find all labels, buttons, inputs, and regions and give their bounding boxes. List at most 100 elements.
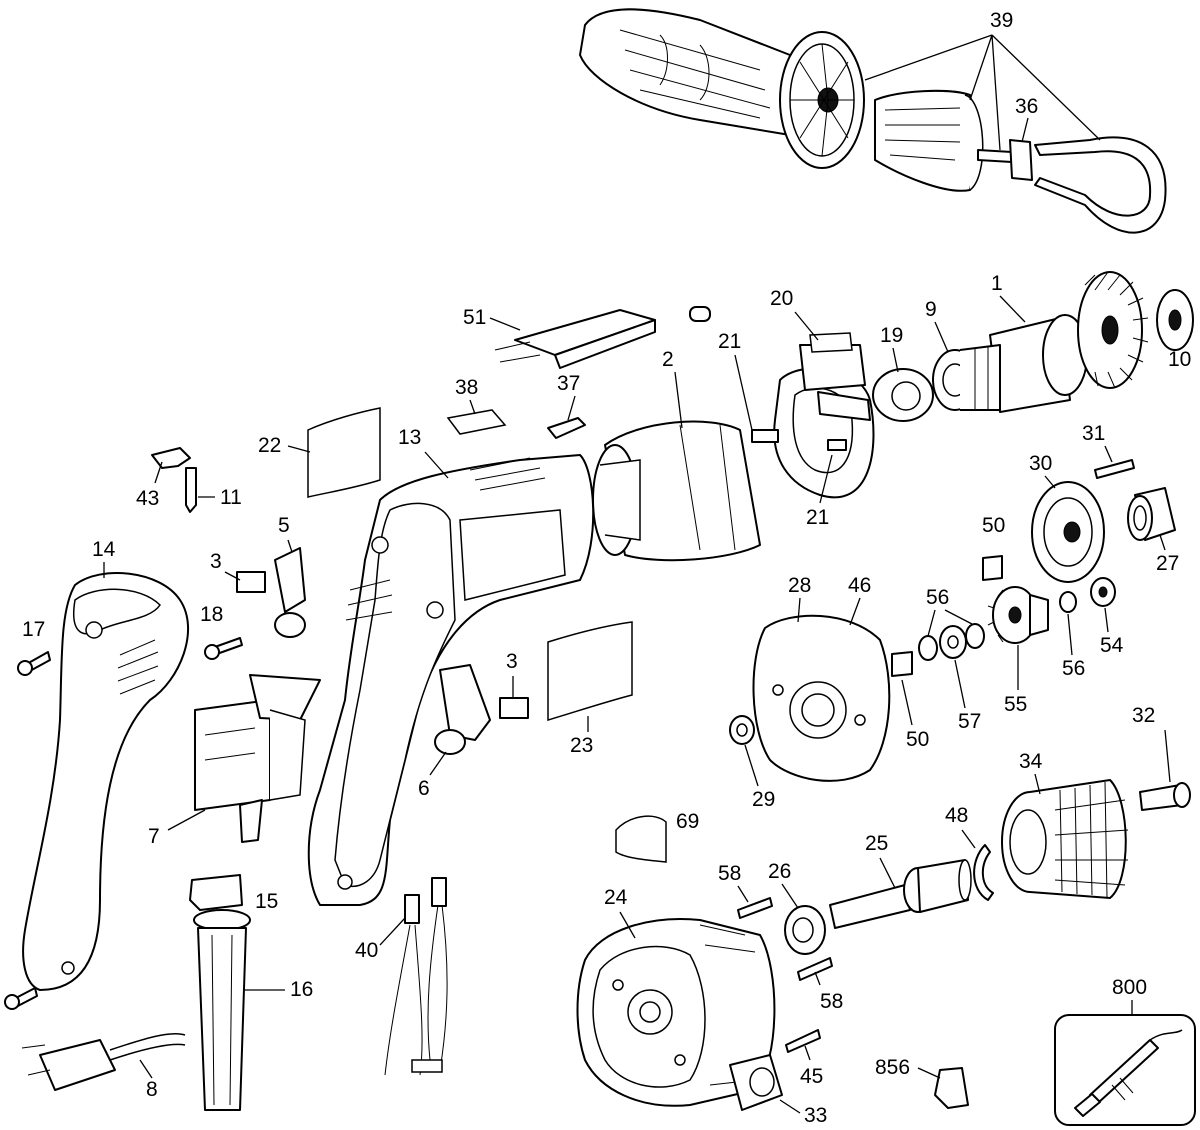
leader-32 [1164,729,1171,783]
callout-24: 24 [604,886,628,909]
strain-relief-15 [189,874,243,911]
callout-22: 22 [258,434,281,457]
leader-29 [744,744,759,787]
part-856 [934,1067,969,1109]
callout-25: 25 [865,832,888,855]
washer-56-b [965,623,985,649]
callout-34: 34 [1019,750,1043,773]
leader-8 [139,1059,153,1079]
side-handle-wheel [779,31,865,169]
leader-21a [734,354,753,431]
callout-3a: 3 [210,550,222,573]
leader-36 [1021,117,1029,143]
callout-9: 9 [925,298,937,321]
callout-3b: 3 [506,650,518,673]
leader-58a [737,885,749,903]
callout-30: 30 [1029,452,1052,475]
callout-856: 856 [875,1056,910,1079]
callout-58b: 58 [820,990,843,1013]
leader-6 [429,751,447,776]
washer-56-a [918,635,938,661]
gear-55 [987,586,1049,644]
callout-8: 8 [146,1078,158,1101]
callout-39: 39 [990,9,1013,32]
leader-38 [469,399,476,415]
leader-51 [489,317,521,331]
bearing-26 [784,905,826,955]
leader-50b [901,679,913,726]
leader-20 [794,311,819,341]
washer-56-c [1059,591,1077,613]
callout-58a: 58 [718,862,741,885]
bushing-50-top [982,555,1003,581]
screw-18 [204,637,243,660]
part-11 [185,467,197,513]
commutator-9 [932,344,1001,411]
callout-1: 1 [991,272,1003,295]
leader-24 [619,911,636,939]
callout-7: 7 [148,825,160,848]
leader-39 [864,34,1101,151]
leader-56b [1067,613,1073,656]
leader-57 [954,659,966,709]
brush-3-right [499,697,529,719]
callout-17: 17 [22,618,45,641]
callout-6: 6 [418,777,430,800]
bearing-plate-28 [752,614,891,782]
gear-case-24 [576,918,776,1107]
gear-30 [1031,481,1105,583]
callout-27: 27 [1156,552,1179,575]
housing-13 [307,454,595,906]
callout-16: 16 [290,978,313,1001]
callout-57: 57 [958,710,981,733]
armature [989,271,1194,413]
callout-20: 20 [770,287,793,310]
callout-21b: 21 [806,506,829,529]
callout-14: 14 [92,538,116,561]
callout-11: 11 [220,486,242,509]
callout-33: 33 [804,1104,827,1127]
leader-9 [934,321,949,353]
callout-23: 23 [570,734,593,757]
callout-10: 10 [1168,348,1191,371]
callout-15: 15 [255,890,278,913]
switch-7 [194,674,321,843]
side-handle-band [1034,136,1167,234]
field-2 [592,420,761,562]
leader-7 [167,809,206,831]
leader-31 [1104,445,1113,463]
leader-34 [1034,773,1041,795]
screw-45 [785,1029,821,1053]
callout-43: 43 [136,487,159,510]
callout-13: 13 [398,426,421,449]
leader-1 [999,295,1026,323]
callout-45: 45 [800,1065,823,1088]
callout-56b: 56 [1062,657,1085,680]
brush-3-left [236,571,266,593]
leader-28 [797,597,801,623]
power-cord-8 [21,1032,186,1091]
leader-27 [1159,534,1166,551]
leader-37 [567,395,576,421]
leader-54 [1104,607,1109,633]
leader-46 [849,597,861,626]
retaining-ring-48 [973,844,994,901]
screw-handle-bottom [4,987,38,1010]
callout-69: 69 [676,810,699,833]
callout-55: 55 [1004,693,1027,716]
part-33 [729,1054,783,1111]
bearing-19 [872,368,934,422]
callout-38: 38 [455,376,478,399]
leader-58b [814,971,821,986]
callout-29: 29 [752,788,775,811]
leader-40 [379,917,406,946]
bushing-50-low [891,651,913,677]
part-43 [151,447,191,469]
callout-19: 19 [880,324,903,347]
callout-46: 46 [848,574,871,597]
callout-56a: 56 [926,586,949,609]
callout-5: 5 [278,514,290,537]
part-51 [494,309,656,369]
callout-28: 28 [788,574,811,597]
bushing-27 [1127,487,1176,541]
